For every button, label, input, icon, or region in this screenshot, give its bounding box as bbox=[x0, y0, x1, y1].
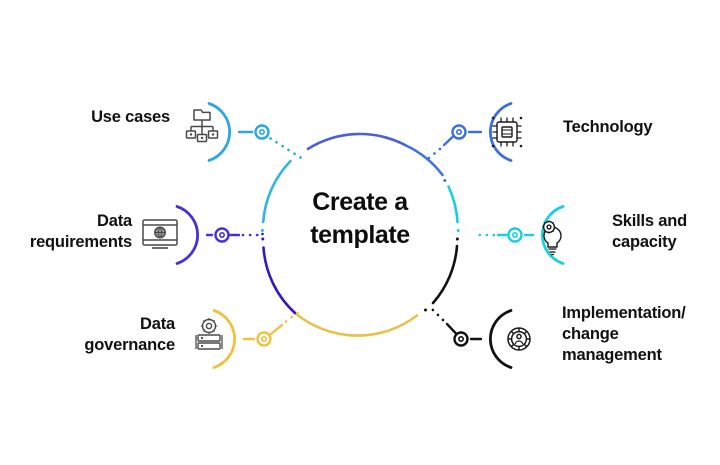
branch-technology[interactable] bbox=[422, 102, 523, 164]
technology-dotted-link bbox=[422, 147, 442, 164]
label-data-requirements[interactable]: Data requirements bbox=[29, 212, 132, 252]
ring-arc-left bbox=[261, 159, 292, 224]
monitor-globe-icon bbox=[142, 219, 178, 249]
branch-skills-capacity[interactable] bbox=[474, 205, 565, 265]
ring-arc-right bbox=[447, 185, 459, 224]
technology-bracket bbox=[489, 102, 513, 162]
implementation-dotted-link bbox=[428, 305, 445, 322]
technology-connector-node[interactable] bbox=[451, 124, 467, 140]
skills-capacity-bracket bbox=[541, 205, 565, 265]
branch-data-requirements[interactable] bbox=[142, 205, 261, 265]
use-cases-dotted-link bbox=[269, 137, 302, 159]
label-use-cases[interactable]: Use cases bbox=[91, 108, 170, 126]
branch-implementation-change-management[interactable] bbox=[428, 305, 531, 369]
data-governance-connector-node[interactable] bbox=[256, 331, 272, 347]
implementation-bracket bbox=[489, 309, 513, 369]
label-data-governance[interactable]: Data governance bbox=[84, 315, 175, 355]
branch-use-cases[interactable] bbox=[185, 102, 302, 162]
label-technology[interactable]: Technology bbox=[563, 118, 653, 136]
lightbulb-gear-icon bbox=[542, 220, 562, 256]
data-governance-stem2 bbox=[269, 323, 284, 336]
ring-arc-lower-left bbox=[262, 246, 297, 315]
microchip-icon bbox=[491, 116, 523, 148]
org-chart-icon bbox=[185, 109, 219, 143]
ring-arc-top-right bbox=[404, 144, 444, 177]
implementation-stem2 bbox=[445, 322, 458, 335]
data-governance-bracket bbox=[212, 309, 236, 369]
technology-stem2 bbox=[442, 135, 454, 147]
gear-person-icon bbox=[507, 327, 531, 351]
central-ring bbox=[260, 132, 460, 337]
data-governance-dotted-link bbox=[284, 311, 300, 323]
center-title: Create a template bbox=[310, 188, 410, 249]
governance-network-icon bbox=[195, 318, 223, 350]
data-requirements-bracket bbox=[175, 205, 199, 265]
use-cases-bracket bbox=[207, 102, 231, 162]
branch-data-governance[interactable] bbox=[195, 309, 300, 369]
label-implementation-change-management[interactable]: Implementation/ change management bbox=[562, 304, 686, 365]
data-requirements-connector-node[interactable] bbox=[214, 227, 230, 243]
ring-arc-lower-right bbox=[431, 244, 459, 305]
ring-arc-top-left bbox=[306, 132, 408, 151]
label-skills-and-capacity[interactable]: Skills and capacity bbox=[612, 212, 688, 252]
ring-arc-bottom bbox=[293, 311, 419, 337]
ring-gap-dots bbox=[260, 179, 460, 312]
skills-capacity-connector-node[interactable] bbox=[507, 227, 523, 243]
use-cases-connector-node[interactable] bbox=[254, 124, 270, 140]
